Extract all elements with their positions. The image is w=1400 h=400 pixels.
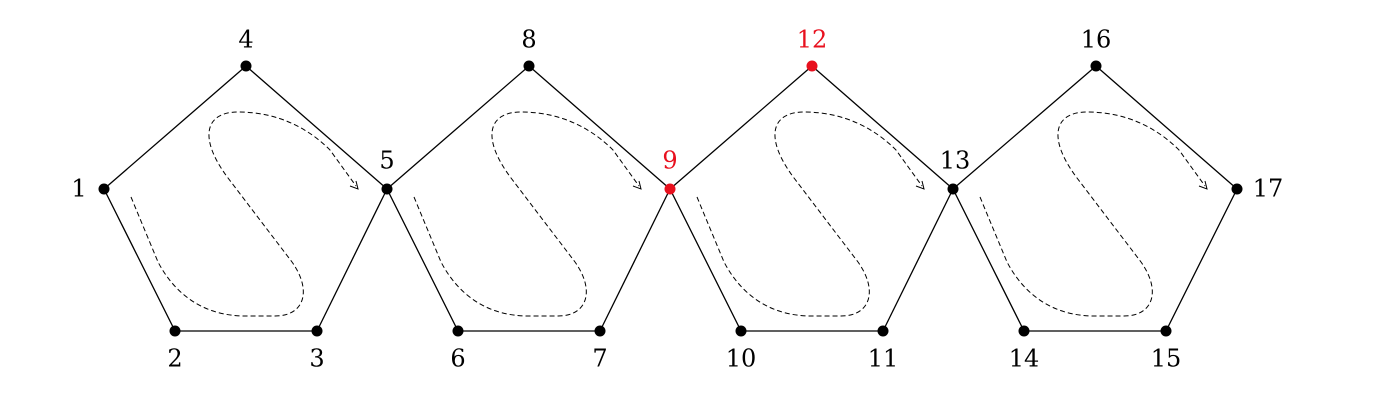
- walk-arrowhead: [1198, 180, 1208, 190]
- node-label-17: 17: [1253, 175, 1284, 203]
- edge-8-5: [386, 65, 530, 190]
- edge-13-12: [811, 65, 954, 190]
- node-label-13: 13: [940, 147, 971, 175]
- node-label-3: 3: [309, 345, 324, 373]
- node-14: [1018, 325, 1030, 337]
- walk-curve: [979, 111, 1206, 317]
- walk-path-pentagon-4: [979, 111, 1208, 317]
- edge-9-10: [669, 188, 742, 332]
- edge-4-1: [103, 65, 247, 190]
- node-1: [98, 183, 110, 195]
- node-10: [735, 325, 747, 337]
- node-label-7: 7: [592, 345, 607, 373]
- node-label-12: 12: [797, 26, 828, 54]
- node-7: [594, 325, 606, 337]
- node-label-15: 15: [1151, 345, 1182, 373]
- edge-5-4: [245, 65, 388, 190]
- node-17: [1231, 183, 1243, 195]
- node-12: [806, 60, 818, 72]
- nodes-layer: [98, 60, 1243, 337]
- node-16: [1090, 60, 1102, 72]
- edges-layer: [103, 65, 1238, 332]
- node-9: [664, 183, 676, 195]
- node-label-6: 6: [450, 345, 465, 373]
- walk-path-pentagon-3: [696, 111, 925, 317]
- node-3: [311, 325, 323, 337]
- node-15: [1160, 325, 1172, 337]
- edge-12-9: [669, 65, 813, 190]
- edge-7-9: [599, 188, 671, 332]
- node-label-9: 9: [662, 147, 677, 175]
- node-label-1: 1: [71, 175, 86, 203]
- node-4: [240, 60, 252, 72]
- walk-curve: [696, 111, 923, 317]
- edge-3-5: [316, 188, 388, 332]
- node-11: [877, 325, 889, 337]
- walk-curve: [413, 111, 640, 317]
- node-5: [381, 183, 393, 195]
- node-13: [947, 183, 959, 195]
- node-8: [523, 60, 535, 72]
- edge-1-2: [103, 188, 176, 332]
- node-label-5: 5: [379, 147, 394, 175]
- node-label-4: 4: [238, 26, 253, 54]
- node-label-16: 16: [1081, 26, 1112, 54]
- edge-13-14: [952, 188, 1025, 332]
- node-2: [169, 325, 181, 337]
- edge-9-8: [528, 65, 671, 190]
- walk-arrowhead: [632, 180, 642, 190]
- walk-arrowhead: [915, 180, 925, 190]
- node-label-11: 11: [868, 345, 899, 373]
- walk-curve: [130, 111, 357, 317]
- node-label-14: 14: [1009, 345, 1040, 373]
- edge-11-13: [882, 188, 954, 332]
- walk-paths-layer: [130, 111, 1208, 317]
- walk-arrowhead: [349, 180, 359, 190]
- edge-15-17: [1165, 188, 1238, 332]
- walk-path-pentagon-2: [413, 111, 642, 317]
- edge-17-16: [1095, 65, 1238, 190]
- edge-16-13: [952, 65, 1097, 190]
- node-6: [452, 325, 464, 337]
- node-label-2: 2: [167, 345, 182, 373]
- node-label-8: 8: [521, 26, 536, 54]
- edge-5-6: [386, 188, 459, 332]
- node-label-10: 10: [726, 345, 757, 373]
- walk-path-pentagon-1: [130, 111, 359, 317]
